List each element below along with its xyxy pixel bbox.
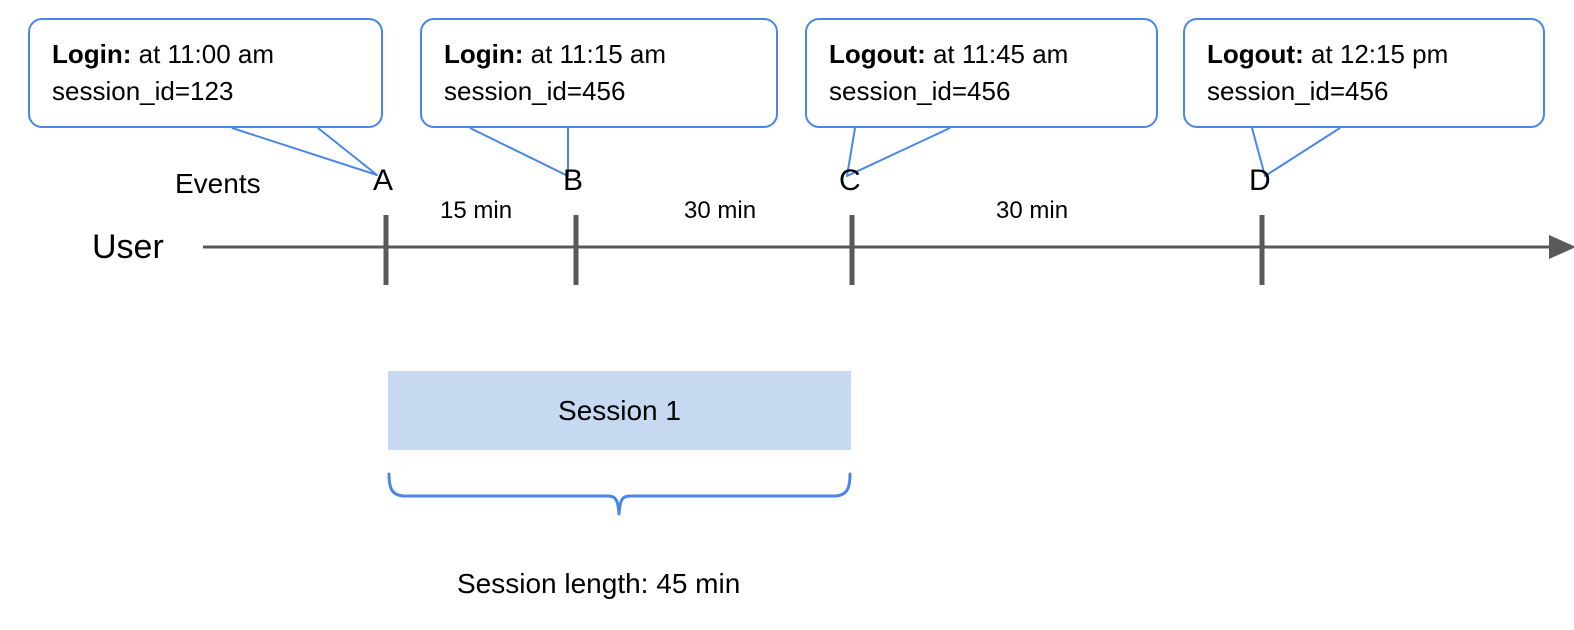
event-session-label: session_id=456	[444, 75, 626, 106]
session-bar-1: Session 1	[388, 371, 851, 450]
callout-tail-b	[469, 127, 569, 177]
event-time-label: at 11:00 am	[131, 39, 275, 69]
session-length-caption: Session length: 45 min	[457, 568, 741, 599]
event-kind-label: Logout:	[1207, 39, 1304, 69]
event-session-label: session_id=456	[829, 75, 1011, 106]
event-time-label: at 11:15 am	[523, 39, 667, 69]
callout-line-primary: Logout: at 11:45 am	[829, 36, 1136, 73]
row-label-events: Events	[175, 168, 261, 199]
session-bar-label: Session 1	[558, 394, 681, 426]
marker-label-c: C	[839, 164, 861, 197]
callout-tail-c	[846, 127, 951, 177]
interval-label-ab: 15 min	[440, 197, 513, 224]
interval-label-bc: 30 min	[684, 197, 757, 224]
event-session-label: session_id=456	[1207, 75, 1389, 106]
callout-bubble-d: Logout: at 12:15 pm session_id=456	[1183, 18, 1545, 128]
session-brace	[387, 472, 852, 516]
event-kind-label: Login:	[444, 39, 524, 69]
callout-bubble-c: Logout: at 11:45 am session_id=456	[805, 18, 1158, 128]
marker-label-a: A	[373, 164, 394, 197]
event-time-label: at 11:45 am	[925, 39, 1069, 69]
row-label-user: User	[92, 228, 164, 266]
callout-line-primary: Login: at 11:00 am	[52, 36, 361, 73]
callout-bubble-b: Login: at 11:15 am session_id=456	[420, 18, 778, 128]
callout-line-primary: Logout: at 12:15 pm	[1207, 36, 1523, 73]
callout-bubble-a: Login: at 11:00 am session_id=123	[28, 18, 383, 128]
event-time-label: at 12:15 pm	[1303, 39, 1449, 69]
interval-label-cd: 30 min	[996, 197, 1069, 224]
event-session-label: session_id=123	[52, 75, 234, 106]
marker-label-b: B	[563, 164, 584, 197]
event-kind-label: Logout:	[829, 39, 926, 69]
marker-label-d: D	[1249, 164, 1271, 197]
event-kind-label: Login:	[52, 39, 132, 69]
callout-line-primary: Login: at 11:15 am	[444, 36, 756, 73]
